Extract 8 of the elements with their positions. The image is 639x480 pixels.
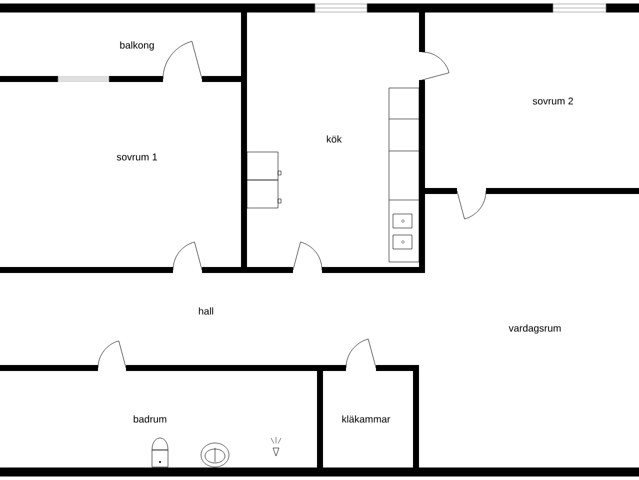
room-label: badrum [134, 415, 166, 423]
room-label: kök [326, 135, 342, 143]
room-label: kläkammar [342, 415, 390, 423]
room-label: balkong [120, 41, 154, 51]
room-label: hall [198, 307, 214, 315]
room-label: sovrum 2 [532, 97, 573, 105]
room-label: sovrum 1 [116, 154, 157, 160]
room-label: vardagsrum [508, 324, 561, 334]
